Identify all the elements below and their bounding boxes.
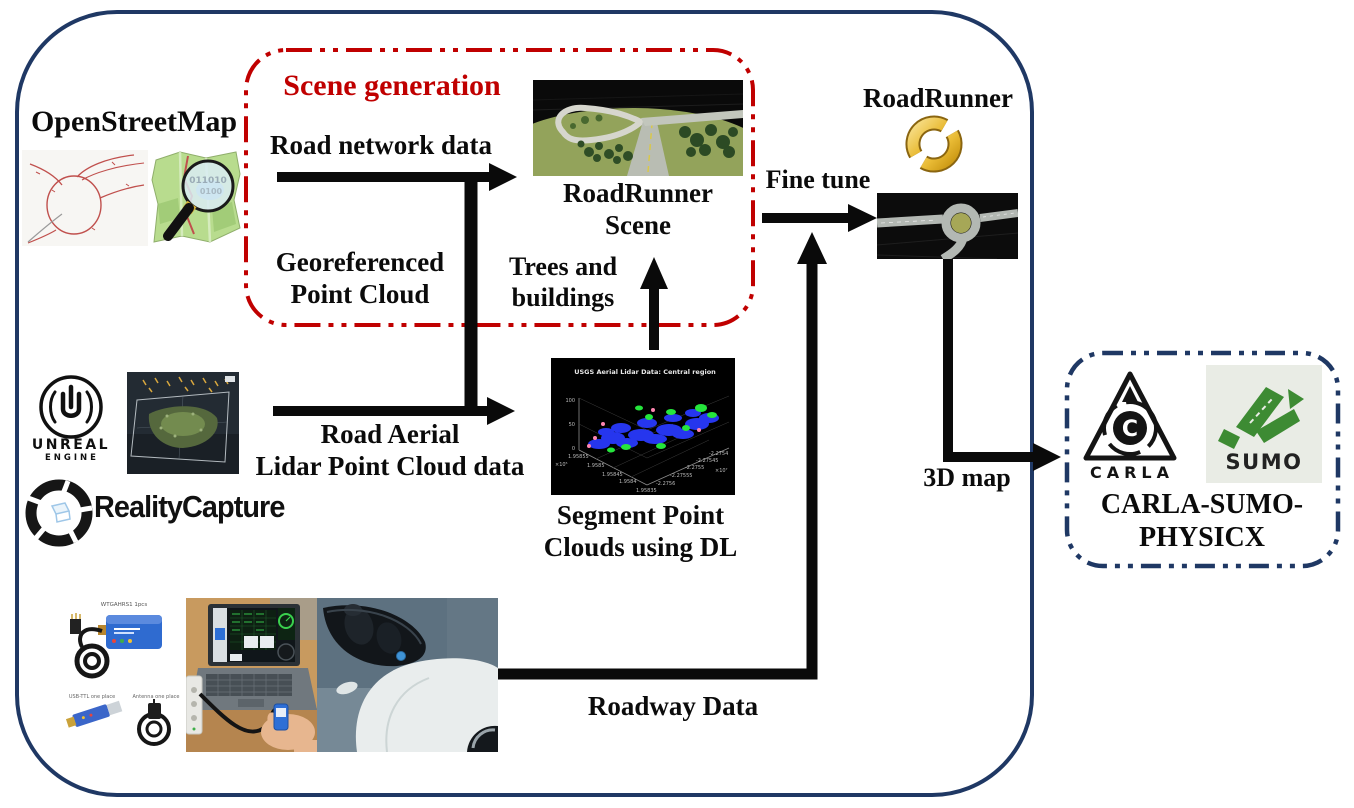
unreal-engine-logo: UNREAL ENGINE (33, 375, 110, 463)
georeferenced-label: Georeferenced Point Cloud (275, 247, 445, 309)
svg-text:0: 0 (572, 446, 575, 452)
telemetry-grid (230, 610, 276, 650)
3d-map-label: 3D map (923, 463, 1011, 492)
image-badge (225, 376, 235, 382)
osm-road-sketch-image (22, 150, 148, 246)
svg-text:-2.2756: -2.2756 (656, 481, 675, 487)
svg-text:×10⁷: ×10⁷ (715, 468, 728, 474)
svg-text:1.9585: 1.9585 (587, 463, 605, 469)
trees-buildings-label: Trees and buildings (508, 252, 618, 312)
cross-road (641, 110, 743, 126)
gps-kit-image: WTGAHRS1 1pcs USB-TTL one place Antenna … (62, 595, 186, 755)
scene-generation-title: Scene generation (283, 69, 501, 102)
arrowhead-road-aerial (487, 397, 515, 425)
svg-text:UNREAL: UNREAL (33, 437, 110, 453)
magnifier-handle (163, 203, 194, 241)
carla-sumo-box (1064, 350, 1341, 569)
fine-tune-label: Fine tune (765, 165, 871, 194)
roadrunner-scene-caption: RoadRunner Scene (562, 178, 714, 240)
carla-logo: C CARLA (1083, 371, 1177, 482)
svg-text:×10⁵: ×10⁵ (555, 462, 568, 468)
carla-sumo-caption: CARLA-SUMO- PHYSICX (1100, 489, 1304, 554)
svg-text:0100: 0100 (200, 187, 223, 196)
arrowhead-3d-map (1033, 443, 1061, 471)
svg-text:1.95845: 1.95845 (602, 472, 623, 478)
trees-left (577, 140, 633, 164)
sumo-logo: SUMO (1206, 365, 1322, 483)
road-network-label: Road network data (269, 130, 492, 160)
svg-text:1.95835: 1.95835 (636, 488, 657, 494)
arrows (273, 163, 1061, 680)
car-body (355, 658, 498, 752)
compass-gauge (278, 613, 294, 629)
roadrunner-scene-image (533, 80, 743, 176)
arrow-roadway (497, 263, 818, 680)
openstreetmap-logo: 011010 0100 (151, 151, 241, 243)
svg-text:-2.2755: -2.2755 (685, 465, 704, 471)
road-aerial-label: Road Aerial Lidar Point Cloud data (255, 419, 525, 481)
svg-text:1.9584: 1.9584 (619, 479, 637, 485)
pointcloud-blue (588, 409, 719, 449)
loop-road (555, 104, 647, 144)
realitycapture-wordmark: RealityCapture (94, 489, 285, 524)
outer-frame (15, 10, 1034, 797)
svg-text:-2.27555: -2.27555 (670, 473, 692, 479)
svg-text:1.95855: 1.95855 (568, 454, 589, 460)
roadrunner-logo (905, 115, 963, 173)
svg-text:100: 100 (565, 398, 575, 404)
arrowhead-trees-up (640, 257, 668, 289)
usb-ttl-label: USB-TTL one place (69, 694, 115, 700)
probe-dot (396, 651, 406, 661)
car-probe-image (317, 598, 498, 752)
segment-pointcloud-plot: USGS Aerial Lidar Data: Central region (551, 358, 735, 495)
roundabout-image (877, 193, 1018, 259)
usb-ttl-stick (65, 700, 123, 728)
roadrunner-top-label: RoadRunner (862, 83, 1014, 113)
arrowhead-road-network (489, 163, 517, 191)
arrowhead-fine-tune (848, 204, 877, 232)
arrow-3d-map (943, 259, 1033, 462)
carla-wordmark: CARLA (1090, 463, 1174, 482)
roundabout-center (951, 213, 971, 233)
main-road (627, 118, 669, 176)
plot-title: USGS Aerial Lidar Data: Central region (574, 368, 716, 376)
svg-text:50: 50 (569, 422, 575, 428)
roadway-data-label: Roadway Data (587, 691, 759, 721)
svg-text:-2.27545: -2.27545 (696, 458, 718, 464)
trees-loop (570, 114, 603, 129)
trees-right (679, 124, 738, 158)
magnifier-binary-text: 011010 (189, 176, 227, 186)
segment-caption: Segment Point Clouds using DL (543, 500, 738, 562)
openstreetmap-title: OpenStreetMap (30, 105, 238, 138)
sumo-wordmark: SUMO (1226, 450, 1303, 474)
pointcloud-pink (587, 408, 701, 448)
scene-generation-box (244, 48, 755, 327)
pointcloud-green (607, 404, 717, 453)
gps-kit-title: WTGAHRS1 1pcs (101, 602, 148, 608)
svg-text:-2.2754: -2.2754 (709, 451, 728, 457)
gps-laptop-image (186, 598, 317, 752)
arrowhead-roadway (797, 232, 827, 264)
svg-text:ENGINE: ENGINE (45, 453, 99, 463)
realitycapture-logo-icon (25, 479, 93, 547)
carla-c: C (1122, 417, 1138, 442)
side-mirror (336, 681, 358, 695)
magnifier-glass-icon (181, 159, 235, 213)
antenna-label: Antenna one place (133, 694, 180, 700)
aerial-capture-image (127, 372, 239, 474)
